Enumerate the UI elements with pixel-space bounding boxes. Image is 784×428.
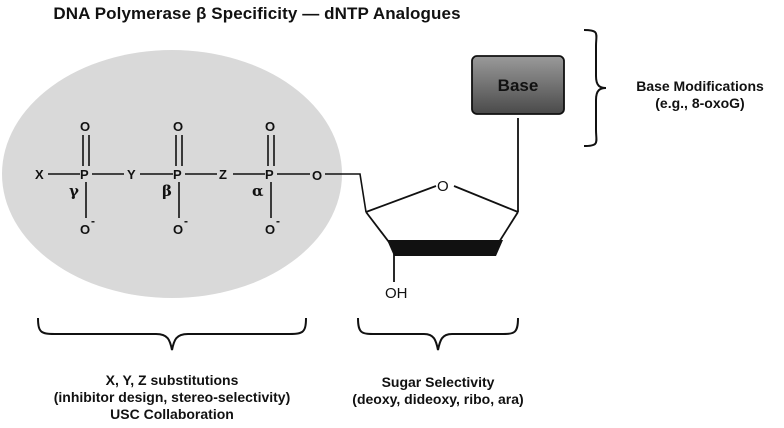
gamma-label: γ xyxy=(69,182,79,200)
sugar-ring xyxy=(365,118,519,282)
base-modifications-brace xyxy=(583,29,607,147)
xyz-line-3: USC Collaboration xyxy=(110,406,234,422)
oxide-gamma-label: O xyxy=(80,222,90,237)
minus-gamma-label: - xyxy=(91,214,95,228)
base-box xyxy=(471,55,565,115)
oxide-beta-label: O xyxy=(173,222,183,237)
base-label: Base xyxy=(498,76,539,95)
diagram-title: DNA Polymerase β Specificity — dNTP Anal… xyxy=(53,4,461,23)
xyz-line-2: (inhibitor design, stereo-selectivity) xyxy=(53,389,291,405)
phosphorus-alpha-label: P xyxy=(265,167,274,182)
sugar-selectivity-brace xyxy=(357,317,519,351)
y-substituent-label: Y xyxy=(127,167,136,182)
phosphate-backbone-bonds xyxy=(48,135,367,218)
sugar-wedge-bond xyxy=(387,240,503,256)
bridging-oxygen-label: O xyxy=(312,168,322,183)
base-modifications-caption: Base Modifications (e.g., 8-oxoG) xyxy=(616,78,784,112)
oxo-alpha-label: O xyxy=(265,119,275,134)
base-modifications-line-1: Base Modifications xyxy=(636,78,764,94)
alpha-label: α xyxy=(252,182,264,200)
z-substituent-label: Z xyxy=(219,167,227,182)
minus-beta-label: - xyxy=(184,214,188,228)
phosphorus-beta-label: P xyxy=(173,167,182,182)
minus-alpha-label: - xyxy=(276,214,280,228)
hydroxyl-label: OH xyxy=(385,285,408,302)
base-modifications-line-2: (e.g., 8-oxoG) xyxy=(655,95,745,111)
xyz-substitutions-brace xyxy=(37,317,307,351)
sugar-selectivity-caption: Sugar Selectivity (deoxy, dideoxy, ribo,… xyxy=(340,374,536,408)
ring-oxygen-label: O xyxy=(437,178,449,195)
xyz-line-1: X, Y, Z substitutions xyxy=(105,372,239,388)
beta-label: β xyxy=(162,182,172,200)
oxo-gamma-label: O xyxy=(80,119,90,134)
xyz-substitutions-caption: X, Y, Z substitutions (inhibitor design,… xyxy=(0,372,344,423)
sugar-line-1: Sugar Selectivity xyxy=(381,374,495,390)
sugar-line-2: (deoxy, dideoxy, ribo, ara) xyxy=(352,391,524,407)
phosphorus-gamma-label: P xyxy=(80,167,89,182)
oxo-beta-label: O xyxy=(173,119,183,134)
oxide-alpha-label: O xyxy=(265,222,275,237)
x-substituent-label: X xyxy=(35,167,44,182)
